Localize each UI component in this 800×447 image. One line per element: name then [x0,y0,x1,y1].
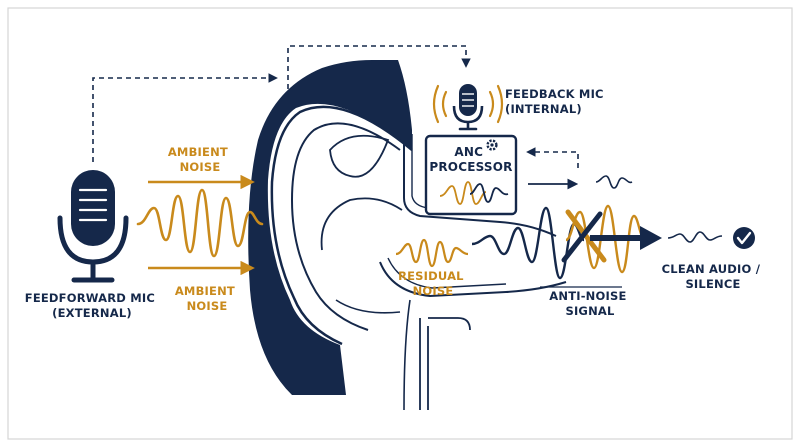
ear-outer-helix [248,60,412,395]
ear-illustration [248,60,567,411]
ambient-noise-wave [136,188,264,258]
ambient-noise-bottom-label: AMBIENT NOISE [175,284,239,313]
ambient-noise-top-label: AMBIENT NOISE [168,145,232,174]
residual-sample-wave [595,175,633,189]
feedforward-signal-path [92,73,278,162]
processor-input-path [526,147,579,168]
anti-noise-wave-navy [471,206,585,280]
ear-lobe-line [335,299,401,314]
feedforward-mic-label: FEEDFORWARD MIC (EXTERNAL) [25,291,159,320]
residual-noise-wave [395,238,469,268]
processor-waveform-navy [469,183,509,203]
image-frame [7,7,793,440]
anti-noise-signal-label: ANTI-NOISE SIGNAL [549,289,630,318]
feedforward-mic-capsule [71,170,115,246]
ear-antihelix-inner [329,134,390,178]
cross-icon [561,209,607,263]
feedforward-microphone-icon [57,170,129,283]
feedback-microphone-icon [452,84,484,131]
ear-antihelix [290,122,401,331]
ear-helix-rim [270,105,413,346]
residual-noise-label: RESIDUAL NOISE [398,269,468,298]
feedback-mic-label: FEEDBACK MIC (INTERNAL) [505,87,608,116]
ear-lower-structure [419,317,471,410]
ear-canal-lower-inner [387,257,507,289]
ear-canal-upper [403,128,557,237]
anc-processor-label: ANC PROCESSOR [429,145,512,174]
anti-noise-wave-gold [565,204,645,274]
check-circle-icon [733,227,755,249]
feedback-mic-sound-waves [432,84,504,124]
clean-audio-wave [667,231,723,243]
gear-icon [486,139,498,151]
clean-output-arrow-head [640,226,662,250]
clean-audio-label: CLEAN AUDIO / SILENCE [662,262,765,291]
ear-lower-structure-2 [403,299,411,411]
processor-waveform-gold [439,181,487,205]
anc-processor-box [424,134,518,216]
ear-concha [320,197,403,251]
